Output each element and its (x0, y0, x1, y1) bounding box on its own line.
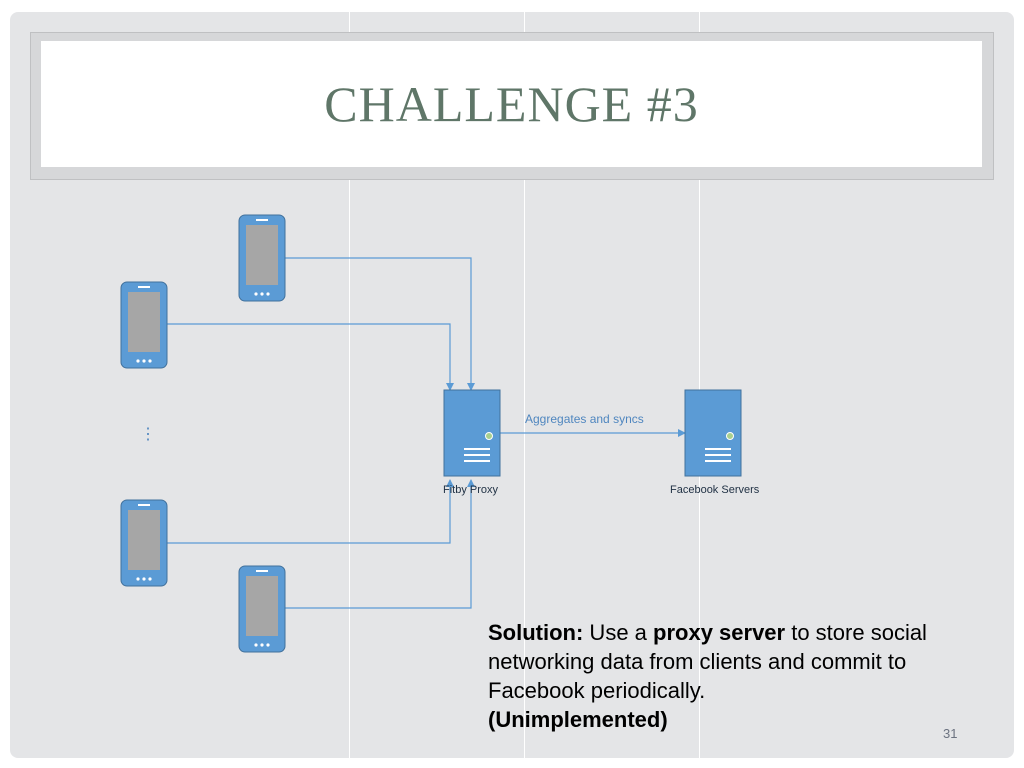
title-frame: CHALLENGE #3 (30, 32, 994, 180)
title-box: CHALLENGE #3 (41, 41, 982, 167)
slide: CHALLENGE #3 (10, 12, 1014, 758)
proxy-label: Fitby Proxy (443, 484, 499, 496)
smartphone-icon (238, 214, 286, 302)
smartphone-icon (120, 281, 168, 369)
solution-lead: Solution: (488, 620, 584, 645)
solution-text: Solution: Use a proxy server to store so… (488, 618, 998, 734)
architecture-diagram (120, 214, 742, 653)
facebook-server-icon (684, 389, 742, 477)
divider-line (349, 12, 350, 758)
page-number: 31 (943, 726, 958, 741)
solution-text-2: to store social networking data from cli… (488, 620, 927, 703)
divider-line (699, 12, 700, 758)
smartphone-icon (238, 565, 286, 653)
solution-text-1: Use a (583, 620, 654, 645)
connector-phone-4 (285, 479, 475, 609)
facebook-servers-label: Facebook Servers (670, 484, 760, 496)
proxy-server-icon (443, 389, 501, 477)
solution-bold-proxy: proxy server (653, 620, 786, 645)
more-clients-ellipsis: ⋮ (140, 426, 156, 443)
connector-phone-2 (167, 323, 454, 391)
divider-line (524, 12, 525, 758)
connector-phone-3 (167, 479, 454, 544)
slide-title: CHALLENGE #3 (324, 76, 699, 132)
solution-unimplemented: (Unimplemented) (488, 707, 668, 732)
smartphone-icon (120, 499, 168, 587)
edge-label-aggregates: Aggregates and syncs (525, 412, 644, 426)
connector-phone-1 (285, 257, 475, 391)
